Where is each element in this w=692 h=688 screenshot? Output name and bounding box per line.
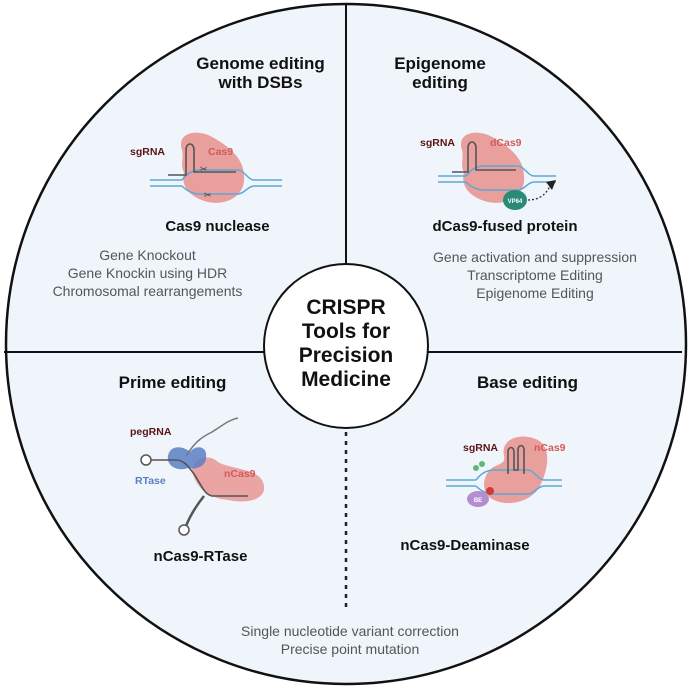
application-item: Gene Knockout	[99, 247, 196, 263]
arrow-head-icon	[546, 180, 556, 190]
application-item: Gene Knockin using HDR	[67, 265, 228, 281]
dna-double-strand-icon	[438, 165, 556, 191]
application-item: Single nucleotide variant correction	[241, 623, 459, 639]
base-mark-icon	[486, 487, 494, 495]
deaminase-icon	[467, 491, 489, 507]
cas9-label: Cas9	[208, 146, 234, 158]
vp64-effector-icon	[503, 190, 527, 210]
sgrna-label: sgRNA	[463, 442, 499, 454]
sgrna-label: sgRNA	[420, 137, 456, 149]
tool-ncas9-deaminase: nCas9-Deaminase	[400, 537, 530, 554]
title-base-editing: Base editing	[476, 373, 579, 392]
cas9-nuclease-illustration: ✂ ✂	[150, 132, 282, 203]
dcas9-fused-illustration: VP64	[438, 132, 556, 210]
pegrna-icon	[150, 459, 248, 497]
title-line: with DSBs	[218, 73, 303, 92]
pegrna-extension-icon	[185, 417, 239, 457]
rtase-label: RTase	[135, 475, 166, 487]
tool-ncas9-rtase: nCas9-RTase	[153, 548, 248, 565]
cas9-protein-icon	[180, 132, 245, 203]
center-title-line: CRISPR	[306, 296, 386, 319]
rtase-icon	[167, 447, 207, 470]
deaminase-label: BE	[474, 498, 482, 504]
title-epigenome-editing: Epigenome editing	[380, 54, 500, 92]
ncas9-label: nCas9	[534, 442, 566, 454]
tool-cas9-nuclease: Cas9 nuclease	[165, 218, 270, 235]
title-line: Genome editing	[196, 54, 325, 73]
sgrna-icon	[452, 141, 516, 173]
ncas9-protein-icon	[192, 457, 265, 502]
applications-cas9: Gene Knockout Gene Knockin using HDR Chr…	[20, 246, 275, 300]
dna-double-strand-icon	[446, 469, 562, 495]
center-title-line: Medicine	[301, 368, 391, 391]
application-item: Transcriptome Editing	[467, 267, 603, 283]
center-title-line: Tools for	[301, 320, 391, 343]
pegrna-label: pegRNA	[130, 426, 172, 438]
base-editing-illustration: BE	[446, 436, 562, 507]
dcas9-label: dCas9	[490, 137, 522, 149]
pegrna-loop-icon	[140, 454, 152, 466]
applications-shared-bottom: Single nucleotide variant correction Pre…	[190, 622, 510, 658]
application-item: Chromosomal rearrangements	[52, 283, 243, 299]
scissors-icon: ✂	[200, 164, 208, 174]
ncas9-label: nCas9	[224, 468, 256, 480]
dna-double-strand-icon	[150, 169, 282, 195]
applications-dcas9: Gene activation and suppression Transcri…	[395, 248, 675, 302]
pegrna-loop-icon	[178, 524, 190, 536]
sgrna-label: sgRNA	[130, 146, 166, 158]
center-title-line: Precision	[298, 344, 394, 367]
title-genome-editing-dsbs: Genome editing with DSBs	[178, 54, 343, 92]
green-dot-icon	[479, 461, 485, 467]
sgrna-icon	[168, 143, 236, 176]
title-line: Epigenome	[394, 54, 486, 73]
scissors-icon: ✂	[204, 190, 212, 200]
application-item: Gene activation and suppression	[433, 249, 637, 265]
tool-dcas9-fused-protein: dCas9-fused protein	[432, 218, 578, 235]
application-item: Precise point mutation	[280, 641, 420, 657]
center-circle	[263, 263, 429, 429]
green-dot-icon	[473, 465, 479, 471]
title-line: editing	[412, 73, 468, 92]
sgrna-icon	[507, 444, 525, 474]
dashed-arrow-icon	[527, 185, 551, 201]
title-prime-editing: Prime editing	[118, 373, 227, 392]
prime-editing-illustration	[140, 417, 265, 536]
pegrna-stem-icon	[184, 495, 205, 527]
center-title: CRISPR Tools for Precision Medicine	[266, 296, 426, 392]
application-item: Epigenome Editing	[476, 285, 594, 301]
vp64-label: VP64	[508, 199, 523, 205]
